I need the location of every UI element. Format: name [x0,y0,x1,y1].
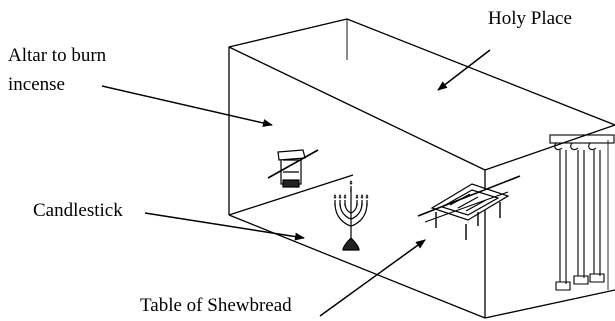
label-table-of-shewbread: Table of Shewbread [140,295,292,316]
table-of-shewbread [417,175,521,240]
arrow-altar [101,85,273,127]
arrow-table [319,239,426,317]
room-outline [228,18,615,319]
candlestick-drawing [333,180,369,251]
label-candlestick: Candlestick [33,200,123,221]
entrance-pillars [549,134,615,291]
label-altar-line-2: incense [8,74,65,95]
label-arrows [101,49,491,317]
label-holy-place: Holy Place [488,8,572,29]
arrow-holy-place [437,49,491,91]
arrow-candlestick [144,212,305,241]
altar-of-incense [267,149,319,188]
label-altar-line-1: Altar to burn [8,45,107,66]
